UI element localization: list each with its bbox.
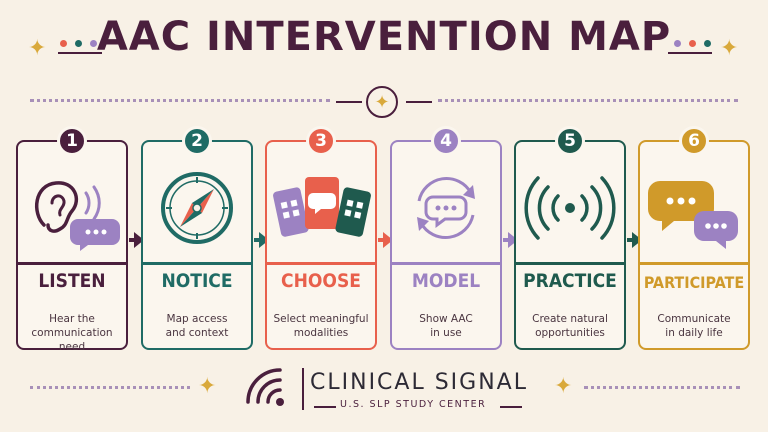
step-card-listen: 1 LISTEN Hear the communication need	[16, 126, 128, 353]
cycle-speech-icon	[392, 160, 500, 256]
arrow-right-icon	[632, 232, 642, 248]
step-description: Map access and context	[165, 313, 229, 339]
step-number-badge: 4	[431, 126, 461, 156]
decorative-dots	[674, 40, 711, 47]
arrow-right-icon	[508, 232, 518, 248]
decorative-line	[406, 101, 432, 103]
step-description: Create natural opportunities	[532, 313, 608, 339]
card-divider	[267, 262, 375, 265]
decorative-line	[336, 101, 362, 103]
brand-tagline: U.S. SLP STUDY CENTER	[340, 399, 487, 410]
arrow-connector	[378, 238, 384, 242]
step-number-badge: 1	[57, 126, 87, 156]
step-description: Communicate in daily life	[657, 313, 731, 339]
sparkle-icon: ✦	[198, 374, 217, 399]
step-description: Select meaningful modalities	[273, 313, 369, 339]
header-dotted-rule	[438, 99, 738, 102]
step-card-participate: 6 PARTICIPATE Communicate in daily life	[638, 126, 750, 350]
step-number-badge: 3	[306, 126, 336, 156]
step-card-choose: 3 CHOOSE Select meaningful modalities	[265, 126, 377, 350]
signal-waves-icon	[516, 160, 624, 256]
step-title: LISTEN	[38, 270, 106, 292]
step-title: PRACTICE	[523, 270, 617, 292]
sparkle-icon: ✦	[720, 36, 739, 61]
step-title: MODEL	[411, 270, 481, 292]
arrow-connector	[129, 238, 135, 242]
step-card-model: 4 MODEL Show AAC in use	[390, 126, 502, 350]
card-divider	[392, 262, 500, 265]
card-divider	[18, 262, 126, 265]
card-divider	[516, 262, 624, 265]
step-title: CHOOSE	[281, 270, 361, 292]
step-card-notice: 2 NOTICE Map access and context	[141, 126, 253, 350]
decorative-line	[58, 52, 102, 54]
step-description: Hear the communication need	[31, 313, 113, 353]
compass-icon	[143, 160, 251, 256]
card-divider	[143, 262, 251, 265]
page-title: AAC INTERVENTION MAP	[96, 14, 672, 60]
arrow-right-icon	[383, 232, 393, 248]
signal-logo-icon	[246, 368, 294, 410]
speech-bubbles-icon	[640, 160, 748, 256]
step-description: Show AAC in use	[419, 313, 473, 339]
card-divider	[640, 262, 748, 265]
sparkle-icon: ✦	[28, 36, 47, 61]
decorative-line	[668, 52, 712, 54]
footer-dotted-rule	[30, 386, 190, 389]
footer-separator	[302, 368, 304, 410]
device-cards-icon	[267, 160, 375, 256]
decorative-line	[500, 406, 522, 408]
step-title: PARTICIPATE	[643, 273, 745, 292]
decorative-line	[314, 406, 336, 408]
step-number-badge: 6	[679, 126, 709, 156]
footer-dotted-rule	[584, 386, 740, 389]
arrow-connector	[627, 238, 633, 242]
step-title: NOTICE	[161, 270, 233, 292]
ear-icon	[18, 160, 126, 256]
step-number-badge: 2	[182, 126, 212, 156]
brand-name: CLINICAL SIGNAL	[310, 370, 528, 395]
step-number-badge: 5	[555, 126, 585, 156]
arrow-connector	[254, 238, 260, 242]
decorative-dots	[60, 40, 97, 47]
sparkle-icon: ✦	[554, 374, 573, 399]
arrow-connector	[503, 238, 509, 242]
arrow-right-icon	[134, 232, 144, 248]
arrow-right-icon	[259, 232, 269, 248]
step-card-practice: 5 PRACTICE Create natural opportunities	[514, 126, 626, 350]
sparkle-icon: ✦	[366, 86, 398, 118]
header-dotted-rule	[30, 99, 330, 102]
